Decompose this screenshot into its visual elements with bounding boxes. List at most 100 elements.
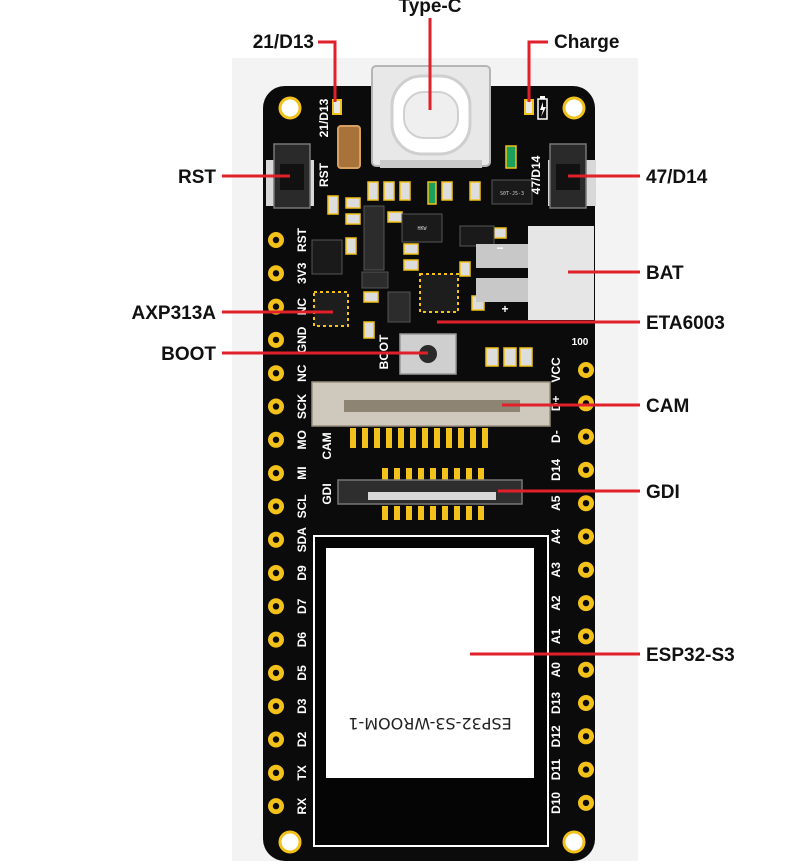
left-pin-label-10: D9	[295, 565, 309, 581]
left-pad-5-hole	[272, 403, 280, 410]
led-d13	[332, 99, 342, 115]
left-pad-8-hole	[272, 503, 280, 510]
right-pin-label-1: D+	[549, 395, 563, 411]
right-pad-3-hole	[582, 466, 590, 474]
left-pin-label-16: TX	[295, 765, 309, 780]
left-pin-label-5: SCK	[295, 394, 309, 420]
silk-d14: 47/D14	[529, 155, 543, 194]
callout-eta: ETA6003	[646, 313, 725, 334]
left-pin-label-15: D2	[295, 732, 309, 748]
svg-text:+: +	[501, 302, 508, 316]
left-pad-16-hole	[272, 769, 280, 776]
silk-count: 100	[572, 337, 589, 348]
right-pin-label-12: D11	[549, 759, 563, 781]
right-pin-label-0: VCC	[549, 357, 563, 383]
axp313a-chip	[313, 291, 349, 327]
left-pad-11-hole	[272, 603, 280, 610]
usb-type-c-connector	[371, 65, 491, 168]
right-pin-label-8: A1	[549, 628, 563, 644]
left-pad-2-hole	[272, 303, 280, 310]
right-pad-0-hole	[582, 366, 590, 374]
silk-rst: RST	[317, 162, 331, 187]
right-pad-9-hole	[582, 666, 590, 673]
passive-components-top	[327, 145, 533, 367]
left-pad-17-hole	[272, 802, 280, 810]
callout-charge: Charge	[554, 32, 619, 53]
right-pin-label-10: D13	[549, 692, 563, 714]
right-pin-label-2: D-	[549, 430, 563, 443]
left-pin-labels: RST3V3NCGNDNCSCKMOMISCLSDAD9D7D6D5D3D2TX…	[295, 227, 309, 814]
right-pad-12-hole	[582, 766, 590, 773]
left-pin-label-11: D7	[295, 598, 309, 614]
left-pin-label-12: D6	[295, 632, 309, 648]
eta6003-chip	[419, 273, 459, 313]
callout-bat: BAT	[646, 263, 684, 284]
left-pad-3-hole	[272, 336, 280, 344]
left-pad-14-hole	[272, 703, 280, 710]
callout-lines	[222, 18, 640, 656]
right-pad-8-hole	[582, 633, 590, 640]
left-pad-6-hole	[272, 436, 280, 443]
silk-cam: CAM	[320, 432, 334, 459]
right-pad-10-hole	[582, 699, 590, 707]
left-pad-9-hole	[272, 536, 280, 543]
right-pin-label-7: A2	[549, 595, 563, 611]
right-pin-label-13: D10	[549, 792, 563, 814]
right-pad-7-hole	[582, 599, 590, 607]
callout-typec: Type-C	[399, 0, 462, 17]
module-label: ESP32-S3-WROOM-1	[348, 714, 511, 733]
left-pin-label-1: 3V3	[295, 262, 309, 284]
callout-d13: 21/D13	[253, 32, 314, 53]
gdi-connector-pads-bottom	[382, 506, 484, 520]
left-pin-label-3: GND	[295, 326, 309, 353]
left-pad-1-hole	[272, 270, 280, 277]
right-pad-6-hole	[582, 566, 590, 573]
silk-d13: 21/D13	[317, 98, 331, 137]
left-pin-label-9: SDA	[295, 527, 309, 553]
left-pad-10-hole	[272, 569, 280, 577]
right-pin-label-5: A4	[549, 529, 563, 545]
left-pin-label-7: MI	[295, 466, 309, 479]
silk-gdi: GDI	[320, 483, 334, 504]
callout-axp: AXP313A	[132, 303, 217, 324]
esp32-s3-module	[313, 535, 549, 847]
tantalum-capacitor	[337, 125, 361, 169]
gdi-connector	[337, 479, 523, 505]
svg-text:HKW: HKW	[417, 226, 427, 232]
callout-cam: CAM	[646, 396, 689, 417]
left-pin-label-6: MO	[295, 430, 309, 449]
left-pin-label-17: RX	[295, 798, 309, 815]
left-pad-13-hole	[272, 669, 280, 677]
right-pad-11-hole	[582, 733, 590, 740]
callout-esp: ESP32-S3	[646, 645, 735, 666]
right-pad-13-hole	[582, 799, 590, 807]
callout-d14: 47/D14	[646, 167, 708, 188]
right-pin-label-11: D12	[549, 725, 563, 747]
left-pad-15-hole	[272, 736, 280, 743]
right-pin-label-9: A0	[549, 662, 563, 678]
left-pin-label-13: D5	[295, 665, 309, 681]
mounting-holes	[278, 96, 586, 854]
left-pin-label-0: RST	[295, 227, 309, 252]
left-pin-label-8: SCL	[295, 494, 309, 518]
cam-connector-pads	[350, 428, 488, 448]
left-pin-label-4: NC	[295, 364, 309, 382]
right-pad-2-hole	[582, 433, 590, 440]
battery-bolt-icon	[537, 96, 548, 120]
callout-gdi: GDI	[646, 482, 680, 503]
left-pad-12-hole	[272, 636, 280, 643]
left-pin-label-14: D3	[295, 698, 309, 714]
right-pin-label-4: A5	[549, 495, 563, 511]
callout-boot: BOOT	[161, 344, 216, 365]
left-pad-7-hole	[272, 469, 280, 477]
gdi-connector-pads-top	[382, 468, 484, 482]
right-pin-label-6: A3	[549, 562, 563, 578]
left-pad-4-hole	[272, 370, 280, 377]
small-ic-chips: S0T-J5-3 HKW	[311, 179, 533, 323]
callout-rst: RST	[178, 167, 216, 188]
svg-text:−: −	[496, 241, 503, 255]
svg-text:S0T-J5-3: S0T-J5-3	[500, 191, 524, 197]
left-pad-0-hole	[272, 236, 280, 244]
